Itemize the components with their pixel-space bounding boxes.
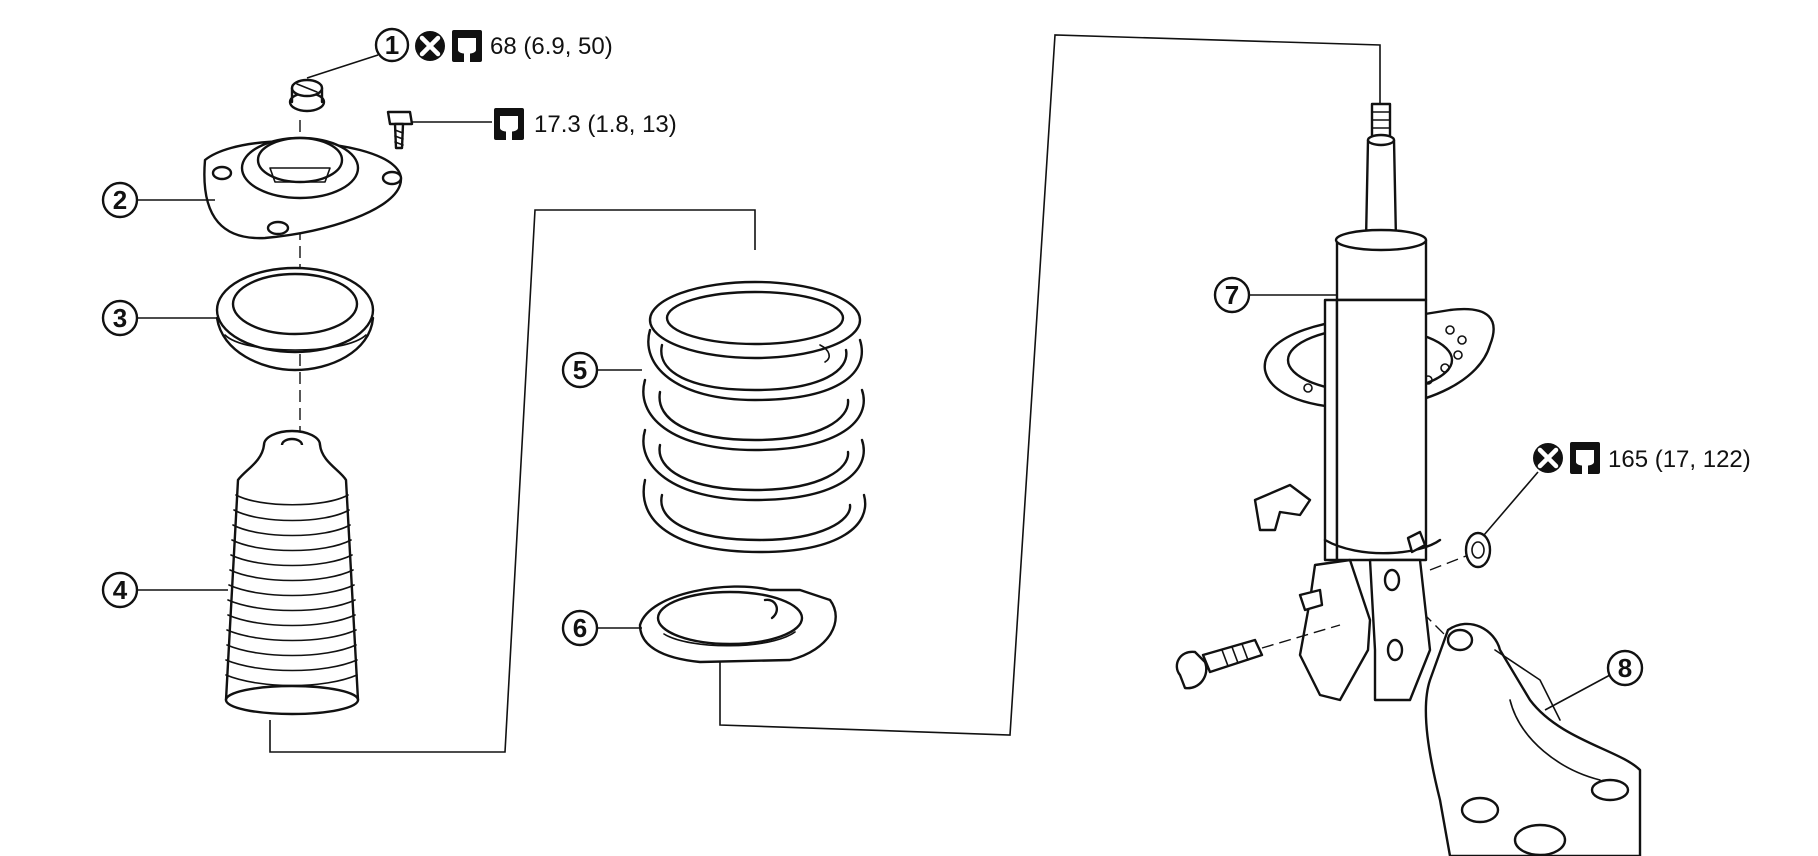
connector-line-4-5 bbox=[269, 209, 756, 753]
never-reuse-x-icon bbox=[415, 31, 445, 61]
callout-4: 4 bbox=[101, 571, 139, 609]
part-4-boot bbox=[224, 429, 360, 716]
part-2-upper-mount bbox=[203, 136, 403, 240]
callout-2: 2 bbox=[101, 181, 139, 219]
mount-bolt bbox=[386, 110, 414, 150]
torque-mount-bolt-text: 17.3 (1.8, 13) bbox=[534, 111, 677, 138]
callout-7: 7 bbox=[1213, 276, 1251, 314]
callout-5-label: 5 bbox=[573, 355, 587, 385]
torque-wrench-icon bbox=[452, 30, 482, 62]
torque-top-nut-text: 68 (6.9, 50) bbox=[490, 33, 613, 60]
callout-1-label: 1 bbox=[385, 30, 399, 60]
callout-6: 6 bbox=[561, 609, 599, 647]
callout-8-label: 8 bbox=[1618, 653, 1632, 683]
torque-wrench-icon bbox=[494, 108, 524, 140]
leader-strut-nut bbox=[1483, 471, 1539, 536]
callout-3: 3 bbox=[101, 299, 139, 337]
callout-8: 8 bbox=[1606, 649, 1644, 687]
leader-8 bbox=[1544, 674, 1611, 711]
callout-4-label: 4 bbox=[113, 575, 128, 605]
connector-line-6-7 bbox=[719, 34, 1381, 736]
callout-7-label: 7 bbox=[1225, 280, 1239, 310]
never-reuse-x-icon bbox=[1533, 443, 1563, 473]
torque-strut-nut-text: 165 (17, 122) bbox=[1608, 446, 1751, 473]
part-6-spring-seat bbox=[638, 585, 837, 664]
leader-1 bbox=[306, 54, 379, 79]
part-3-bearing-ring bbox=[215, 266, 375, 372]
callout-2-label: 2 bbox=[113, 185, 127, 215]
torque-wrench-icon bbox=[1570, 442, 1600, 474]
part-1-nut bbox=[288, 78, 326, 113]
callout-5: 5 bbox=[561, 351, 599, 389]
callout-6-label: 6 bbox=[573, 613, 587, 643]
part-7-strut bbox=[1175, 102, 1495, 702]
callout-1: 1 bbox=[374, 27, 410, 63]
part-5-coil-spring bbox=[642, 280, 867, 554]
part-8-knuckle bbox=[1424, 622, 1642, 856]
callout-3-label: 3 bbox=[113, 303, 127, 333]
